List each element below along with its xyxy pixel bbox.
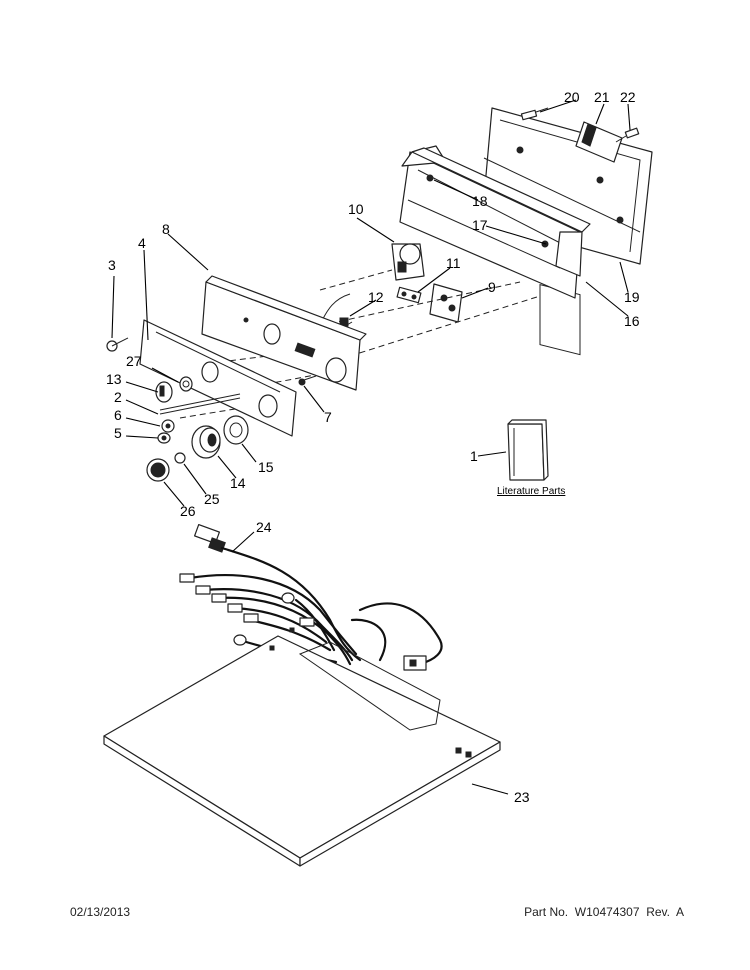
callout-23: 23: [514, 789, 530, 805]
callout-12: 12: [368, 289, 384, 305]
dial-15: [223, 415, 249, 445]
screw-icon-20: [520, 107, 549, 121]
callout-5: 5: [114, 425, 122, 441]
callout-16: 16: [624, 313, 640, 329]
callout-4: 4: [138, 235, 146, 251]
screw-7: [298, 375, 317, 386]
spring-25: [174, 452, 186, 464]
literature-parts-label: Literature Parts: [497, 486, 565, 497]
callout-labels: 1 2 3 4 5 6 7 8 9 10 11 12 13 14 15 16 1…: [106, 89, 640, 805]
timer-icon-10: [391, 243, 425, 281]
callout-1: 1: [470, 448, 478, 464]
footer-part-number: Part No. W10474307 Rev. A: [524, 905, 684, 919]
console-panel-8: [201, 275, 367, 391]
literature-booklet-icon: [507, 419, 549, 481]
callout-27: 27: [126, 353, 142, 369]
callout-17: 17: [472, 217, 488, 233]
footer-date: 02/13/2013: [70, 905, 131, 919]
callout-25: 25: [204, 491, 220, 507]
switch-icon-9: [429, 283, 463, 323]
control-knob-icon-14: [191, 425, 221, 459]
callout-13: 13: [106, 371, 122, 387]
wire-harness-icon-24: [179, 523, 443, 671]
callout-15: 15: [258, 459, 274, 475]
top-panel-icon-23: [103, 627, 501, 867]
callout-2: 2: [114, 389, 122, 405]
callout-24: 24: [256, 519, 272, 535]
callout-11: 11: [446, 255, 461, 271]
callout-8: 8: [162, 221, 170, 237]
callout-3: 3: [108, 257, 116, 273]
callout-14: 14: [230, 475, 246, 491]
knob-icon-13: [155, 381, 173, 403]
shaft-2: [159, 393, 241, 415]
screw-icon-22: [615, 127, 640, 143]
callout-10: 10: [348, 201, 364, 217]
callout-22: 22: [620, 89, 636, 105]
leader-lines: [111, 99, 631, 795]
knob-cap-26: [146, 458, 170, 482]
washer-6: [161, 419, 175, 433]
callout-6: 6: [114, 407, 122, 423]
switch-icon-11: [396, 286, 422, 304]
callout-9: 9: [488, 279, 496, 295]
bracket-21: [575, 121, 623, 163]
washer-5: [157, 432, 171, 444]
bezel-4: [139, 319, 297, 437]
callout-7: 7: [324, 409, 332, 425]
screw-icon-3: [106, 337, 129, 352]
callout-19: 19: [624, 289, 640, 305]
callout-26: 26: [180, 503, 196, 519]
callout-21: 21: [594, 89, 610, 105]
nut-27: [179, 376, 193, 392]
callout-18: 18: [472, 193, 488, 209]
console-housing-16: [399, 145, 591, 299]
callout-20: 20: [564, 89, 580, 105]
